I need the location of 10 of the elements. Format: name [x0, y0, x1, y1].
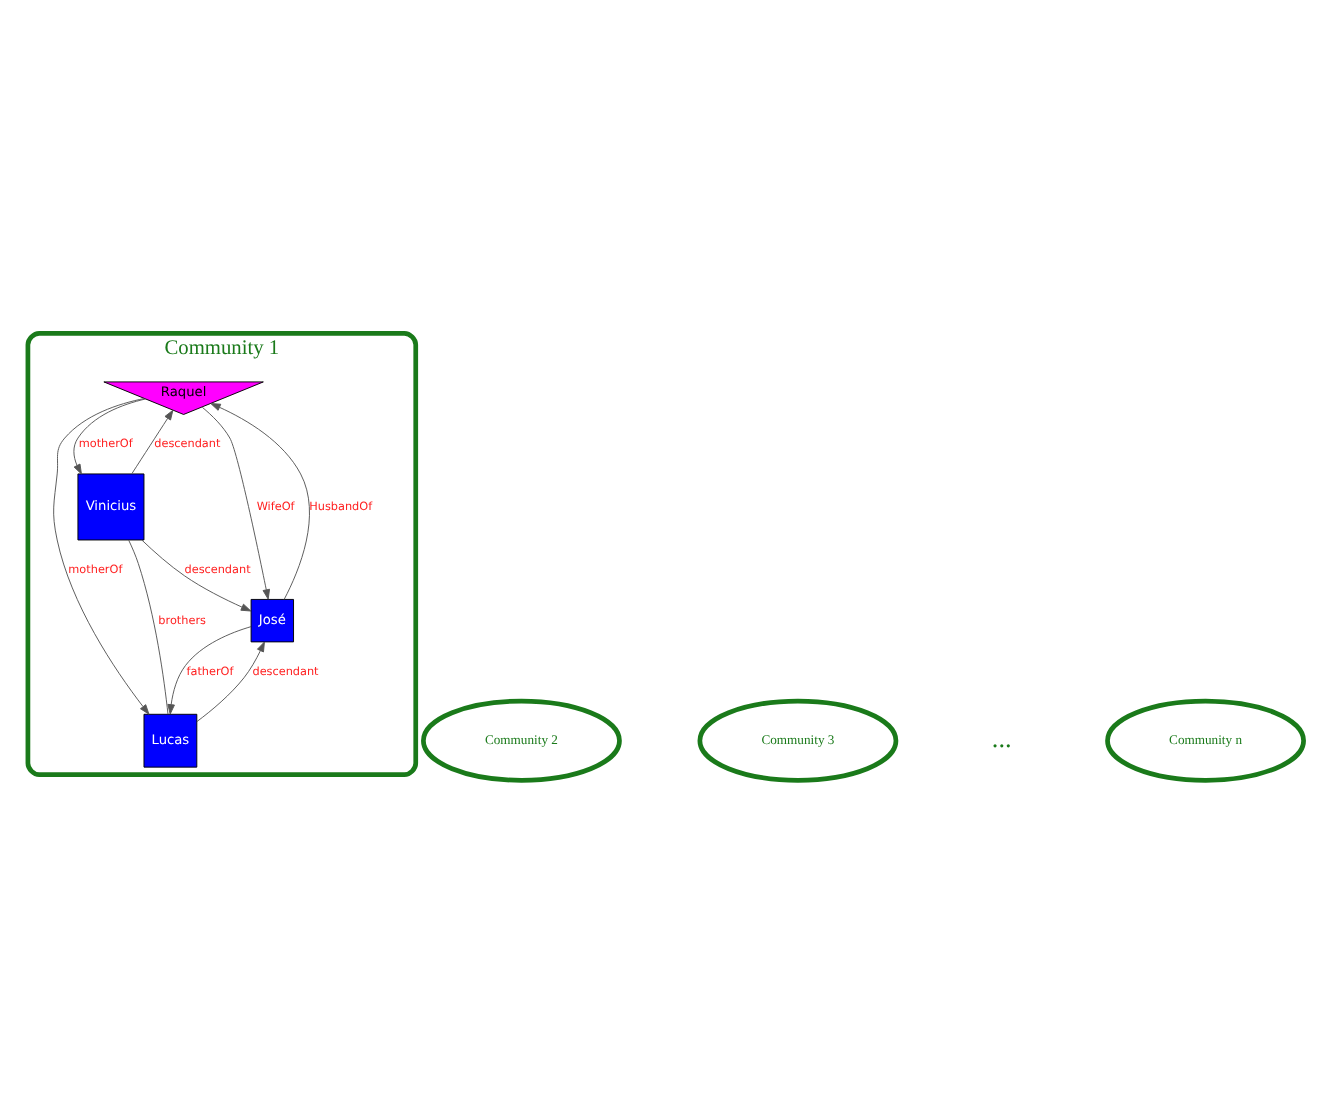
arrow	[210, 403, 310, 600]
arrow	[53, 398, 150, 715]
arrow	[201, 406, 271, 600]
arrow	[196, 641, 265, 723]
arrow	[73, 398, 147, 475]
arrow	[141, 539, 252, 612]
arrow	[131, 409, 174, 475]
arrow	[167, 626, 252, 715]
connector	[128, 539, 169, 715]
label: ...	[991, 723, 1012, 754]
